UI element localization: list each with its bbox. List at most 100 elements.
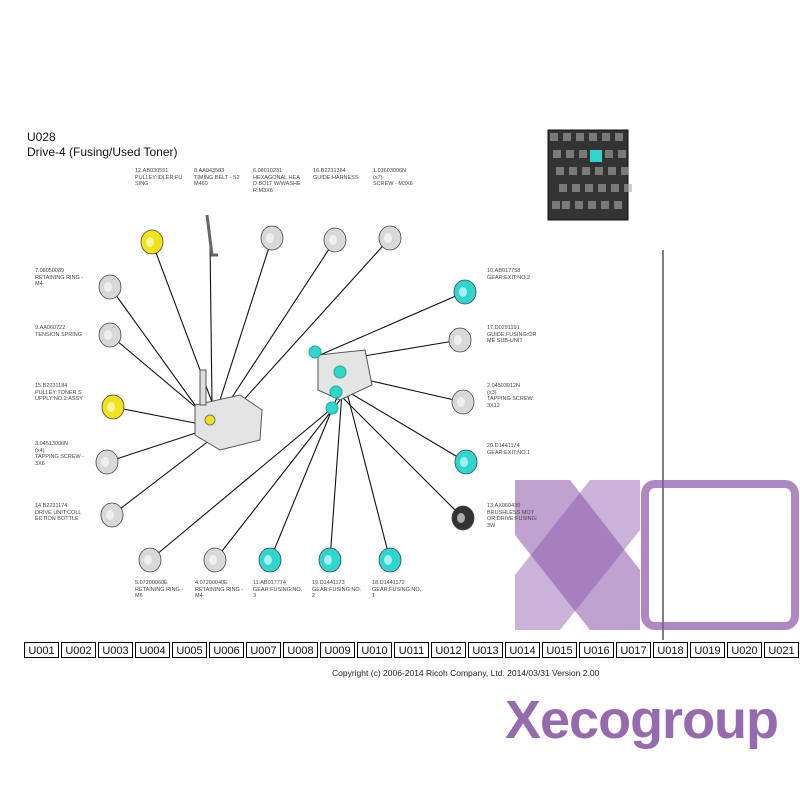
thumbnail-detail [601,201,609,209]
assembly-bracket [199,369,207,406]
thumbnail-detail [553,150,561,158]
tab-u004[interactable]: U004 [135,642,170,658]
thumbnail-detail [614,201,622,209]
part-label: 1.03603006N(x7)SCREW - M3X6 [373,168,429,188]
part-number: 9.AA060722 [35,325,66,331]
thumbnail-detail [575,201,583,209]
leader-line [344,389,467,463]
thumbnail-detail [602,133,610,141]
part-number: 10.AB017758 [487,268,521,274]
part-number: 18.D1441172 [372,580,405,586]
part-description: RETAINING RING - [35,274,84,281]
tab-u013[interactable]: U013 [468,642,503,658]
leader-line [339,394,464,519]
tab-u002[interactable]: U002 [61,642,96,658]
tab-u003[interactable]: U003 [98,642,133,658]
thumbnail-detail [621,167,629,175]
part-description: M4 [195,593,203,599]
part-description: PULLEY:IDLER:FU [135,174,183,181]
part-description: RETAINING RING - [195,586,244,593]
thumbnail-detail [559,184,567,192]
part-description: 2 [312,593,316,599]
tab-u012[interactable]: U012 [431,642,466,658]
watermark-text: Xecogroup [505,690,779,750]
leader-line [106,429,206,463]
part-description: 1 [372,593,376,599]
tab-u018[interactable]: U018 [653,642,688,658]
thumbnail-detail [585,184,593,192]
tab-u008[interactable]: U008 [283,642,318,658]
part-description: D BOLT W/WASHE [253,181,301,187]
part-number: 20.D1441174 [487,443,520,449]
part-icon-hub [264,555,272,565]
part-number: 7.08050089 [35,268,65,274]
assembly-pulley [204,414,216,426]
part-description: 3X6 [35,460,45,467]
part-icon-hub [454,335,462,345]
part-description: TAPPING SCREW - [35,454,85,460]
part-description: GUIDE:HARNESS [313,174,359,181]
leader-line [111,439,211,516]
part-number: 12.AB030551 [135,168,169,174]
part-number: 8.AA043583 [194,168,225,174]
tab-u014[interactable]: U014 [505,642,540,658]
tab-u019[interactable]: U019 [690,642,725,658]
thumbnail-detail [588,201,596,209]
part-number: 5.07200060E [135,580,168,586]
part-icon-hub [329,235,337,245]
tab-u001[interactable]: U001 [24,642,59,658]
part-icon-hub [107,402,115,412]
leader-line [319,291,466,356]
leader-line [214,399,341,561]
tab-u010[interactable]: U010 [357,642,392,658]
thumbnail-detail [552,201,560,209]
tab-u005[interactable]: U005 [172,642,207,658]
part-description: GEAR:EXIT:NO.2 [487,274,531,281]
thumbnail-detail [582,167,590,175]
part-icon-hub [324,555,332,565]
part-description: GUIDE:FUSING:OR [487,331,537,338]
assembly-gear [325,401,339,415]
tab-u021[interactable]: U021 [764,642,799,658]
tab-u006[interactable]: U006 [209,642,244,658]
part-icon-hub [384,555,392,565]
leader-line [269,394,339,561]
part-description: GEAR:FUSING:NO. [253,586,303,593]
part-icon-hub [104,330,112,340]
part-description: SCREW - M3X6 [373,181,413,187]
part-description: BRUSHLESS MOT [487,509,535,516]
tab-u011[interactable]: U011 [394,642,429,658]
tab-u007[interactable]: U007 [246,642,281,658]
tab-u020[interactable]: U020 [727,642,762,658]
part-description: (x3) [487,389,497,396]
part-description: (x4) [35,447,45,454]
tab-u017[interactable]: U017 [616,642,651,658]
part-description: UPPLY:NO.2:ASSY [35,396,83,402]
part-label: 3.04513006N(x4)TAPPING SCREW -3X6 [35,441,91,467]
leader-line [229,237,391,416]
thumbnail-detail [550,133,558,141]
leader-line [149,409,331,561]
part-icon-hub [457,513,465,523]
leader-line [224,239,336,409]
thumbnail-detail [611,184,619,192]
left-drive-assembly [194,394,263,451]
tab-u009[interactable]: U009 [320,642,355,658]
tab-u015[interactable]: U015 [542,642,577,658]
thumbnail-detail [589,133,597,141]
tab-u016[interactable]: U016 [579,642,614,658]
part-description: DRIVE UNIT:COLL [35,509,82,516]
part-description: M460 [194,181,208,187]
part-number: 4.07200040E [195,580,228,586]
